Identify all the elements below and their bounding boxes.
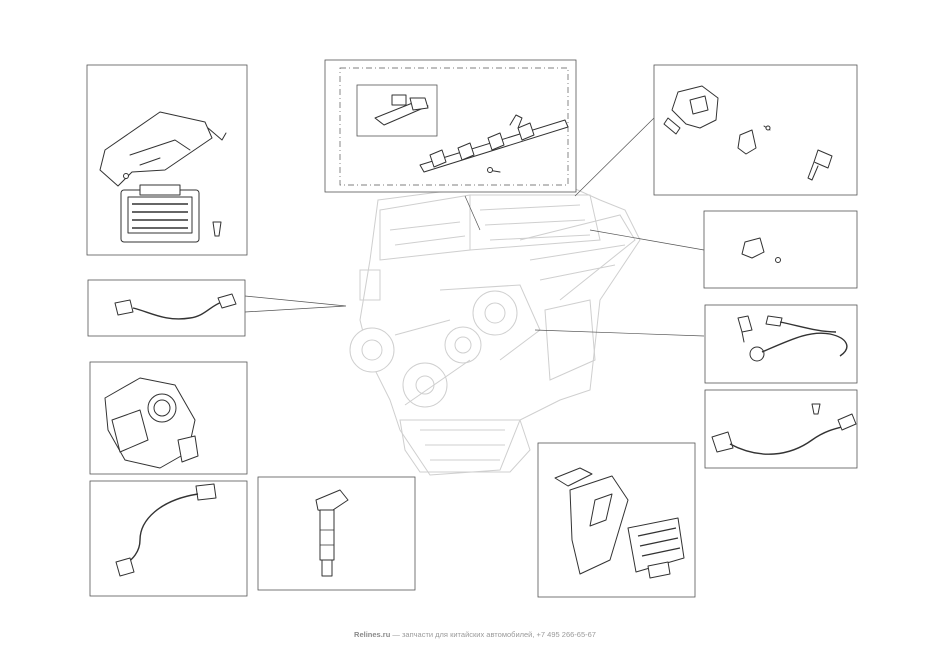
footer: Relines.ru — запчасти для китайских авто… (0, 630, 950, 639)
panel-fuel-rail[interactable] (324, 59, 577, 193)
panel-ignition-coil[interactable] (257, 476, 416, 591)
panel-ecu-bracket[interactable] (86, 64, 248, 256)
panel-crank-sensor[interactable] (704, 389, 858, 469)
panel-map-sensor[interactable] (703, 210, 858, 289)
panel-oxygen-sensor-rear[interactable] (89, 480, 248, 597)
panel-oxygen-sensor-front[interactable] (87, 279, 246, 337)
footer-site[interactable]: Relines.ru (354, 630, 391, 639)
panel-throttle-body[interactable] (89, 361, 248, 475)
engine-illustration (349, 181, 641, 476)
panel-ecu-unit[interactable] (537, 442, 696, 598)
footer-text: — запчасти для китайских автомобилей, +7… (390, 630, 596, 639)
leader-lines (244, 117, 705, 337)
panel-knock-sensor[interactable] (704, 304, 858, 384)
panel-throttle-sensors[interactable] (653, 64, 858, 196)
